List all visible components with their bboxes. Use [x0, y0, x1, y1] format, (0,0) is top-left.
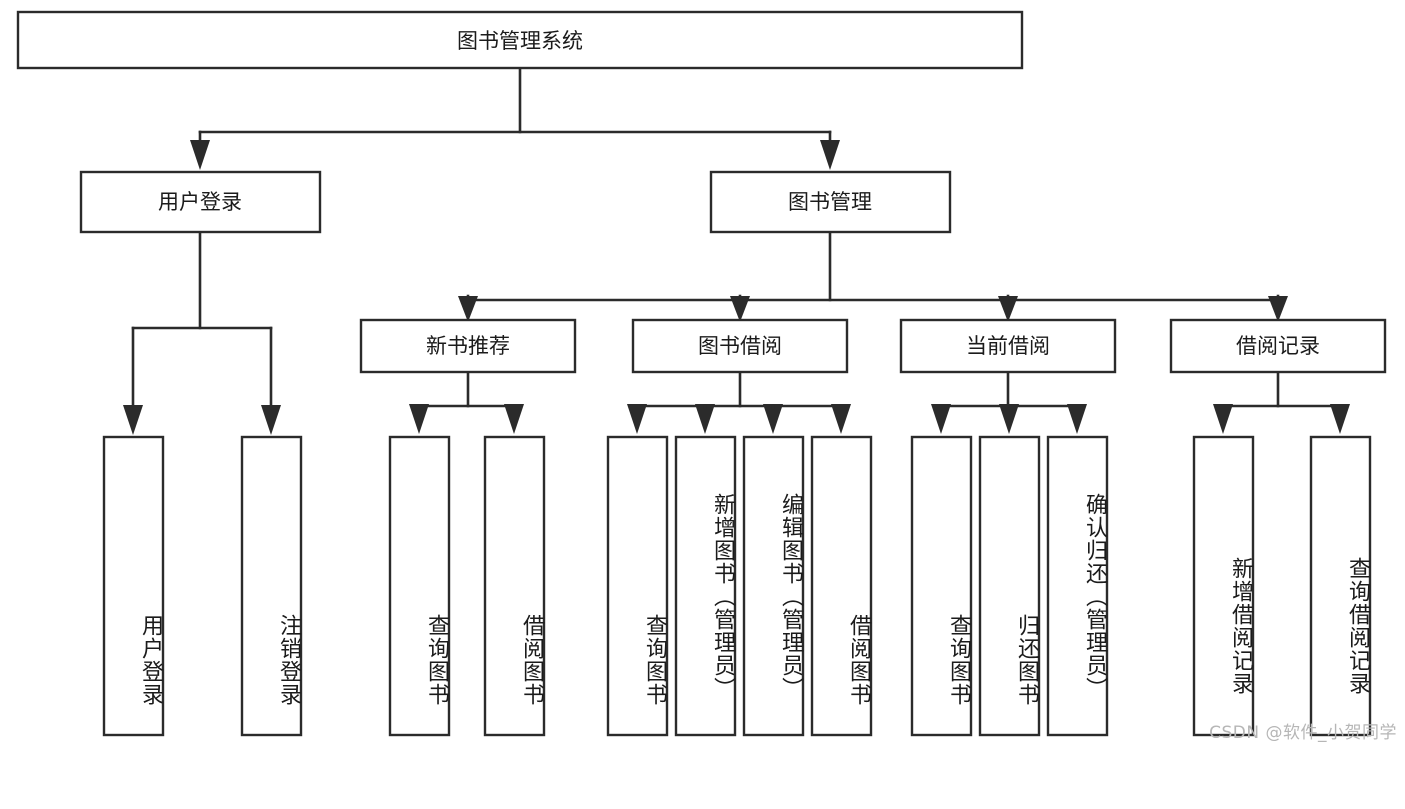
leaf-box-add-book[interactable] — [674, 435, 737, 737]
leaf-box-logout[interactable] — [240, 435, 303, 737]
node-book-management-box[interactable] — [709, 170, 952, 234]
leaf-box-confirm-return[interactable] — [1046, 435, 1109, 737]
node-new-book-recommend[interactable]: 新书推荐 — [359, 318, 577, 374]
arrow-to-leaf-query-book-3 — [931, 404, 951, 434]
node-user-login-label: 用户登录 — [158, 190, 242, 214]
node-borrow-record-box[interactable] — [1169, 318, 1387, 374]
arrow-to-new-book-rec — [458, 296, 478, 322]
leaf-box-borrow-book-2[interactable] — [810, 435, 873, 737]
arrow-to-leaf-add-record — [1213, 404, 1233, 434]
arrow-to-user-login — [190, 140, 210, 170]
arrow-to-leaf-return-book — [999, 404, 1019, 434]
node-root-box[interactable] — [16, 10, 1024, 70]
node-current-borrow-box[interactable] — [899, 318, 1117, 374]
arrow-to-leaf-confirm-return — [1067, 404, 1087, 434]
node-user-login[interactable]: 用户登录 — [79, 170, 322, 234]
node-book-management-label: 图书管理 — [788, 190, 872, 214]
arrow-to-book-borrow — [730, 296, 750, 322]
node-current-borrow[interactable]: 当前借阅 — [899, 318, 1117, 374]
node-current-borrow-label: 当前借阅 — [966, 334, 1050, 358]
leaf-box-borrow-book-1[interactable] — [483, 435, 546, 737]
leaf-box-add-record[interactable] — [1192, 435, 1255, 737]
watermark-text: CSDN @软件_小贺同学 — [1209, 723, 1397, 743]
arrow-to-book-mgmt — [820, 140, 840, 170]
arrow-to-leaf-query-book-1 — [409, 404, 429, 434]
arrow-to-leaf-query-book-2 — [627, 404, 647, 434]
arrow-to-leaf-query-record — [1330, 404, 1350, 434]
arrow-to-leaf-user-login — [123, 405, 143, 435]
arrow-to-borrow-record — [1268, 296, 1288, 322]
leaf-box-user-login[interactable] — [102, 435, 165, 737]
leaf-box-return-book[interactable] — [978, 435, 1041, 737]
flowchart-canvas: 图书管理系统 用户登录 图书管理 新书推荐 图书借阅 当前借阅 借阅记录 — [16, 10, 1397, 743]
leaf-box-query-book-1[interactable] — [388, 435, 451, 737]
arrow-to-current-borrow — [998, 296, 1018, 322]
leaf-box-query-book-3[interactable] — [910, 435, 973, 737]
node-book-borrow-label: 图书借阅 — [698, 334, 782, 358]
arrow-to-leaf-logout — [261, 405, 281, 435]
node-root-label: 图书管理系统 — [457, 29, 583, 53]
diagram-svg: 图书管理系统 用户登录 图书管理 新书推荐 图书借阅 当前借阅 借阅记录 — [16, 10, 1387, 737]
node-new-book-recommend-box[interactable] — [359, 318, 577, 374]
arrow-to-leaf-borrow-book-1 — [504, 404, 524, 434]
node-book-borrow[interactable]: 图书借阅 — [631, 318, 849, 374]
node-root[interactable]: 图书管理系统 — [16, 10, 1024, 70]
arrow-to-leaf-add-book — [695, 404, 715, 434]
leaf-box-query-record[interactable] — [1309, 435, 1372, 737]
node-user-login-box[interactable] — [79, 170, 322, 234]
node-new-book-recommend-label: 新书推荐 — [426, 334, 510, 358]
node-book-borrow-box[interactable] — [631, 318, 849, 374]
arrow-to-leaf-edit-book — [763, 404, 783, 434]
node-book-management[interactable]: 图书管理 — [709, 170, 952, 234]
leaf-box-edit-book[interactable] — [742, 435, 805, 737]
node-borrow-record-label: 借阅记录 — [1236, 334, 1320, 358]
arrow-to-leaf-borrow-book-2 — [831, 404, 851, 434]
leaf-box-query-book-2[interactable] — [606, 435, 669, 737]
connector-layer — [123, 66, 1350, 435]
node-borrow-record[interactable]: 借阅记录 — [1169, 318, 1387, 374]
